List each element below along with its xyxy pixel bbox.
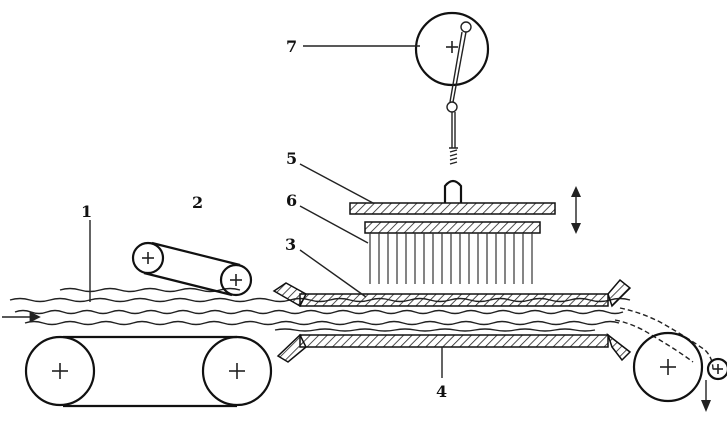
crank-drive (414, 11, 490, 203)
plus-icon (229, 363, 245, 379)
label-7: 7 (286, 37, 297, 56)
label-3: 3 (285, 235, 296, 254)
plus-icon (660, 359, 676, 375)
press-conveyor (131, 241, 253, 297)
label-2: 2 (192, 193, 203, 212)
delivery-roller (632, 331, 704, 403)
bed-plate (276, 332, 632, 363)
plus-icon (446, 41, 458, 53)
conveyor-roller-right (201, 335, 273, 407)
plus-icon (142, 252, 154, 264)
needle-board (364, 221, 541, 234)
conveyor-roller-left (24, 335, 96, 407)
plus-icon (230, 274, 242, 286)
needle-beam (349, 202, 556, 215)
small-roller (706, 357, 727, 381)
outlet-arrow (701, 380, 711, 412)
label-1: 1 (81, 202, 92, 221)
needles (369, 233, 533, 284)
label-4: 4 (436, 382, 447, 401)
stripper-plate (272, 278, 632, 308)
reciprocation-arrow (571, 186, 581, 234)
label-5: 5 (286, 149, 297, 168)
plus-icon (52, 363, 68, 379)
label-6: 6 (286, 191, 297, 210)
feed-conveyor (24, 335, 273, 408)
plus-icon (713, 364, 723, 374)
crank-wheel (414, 11, 490, 87)
